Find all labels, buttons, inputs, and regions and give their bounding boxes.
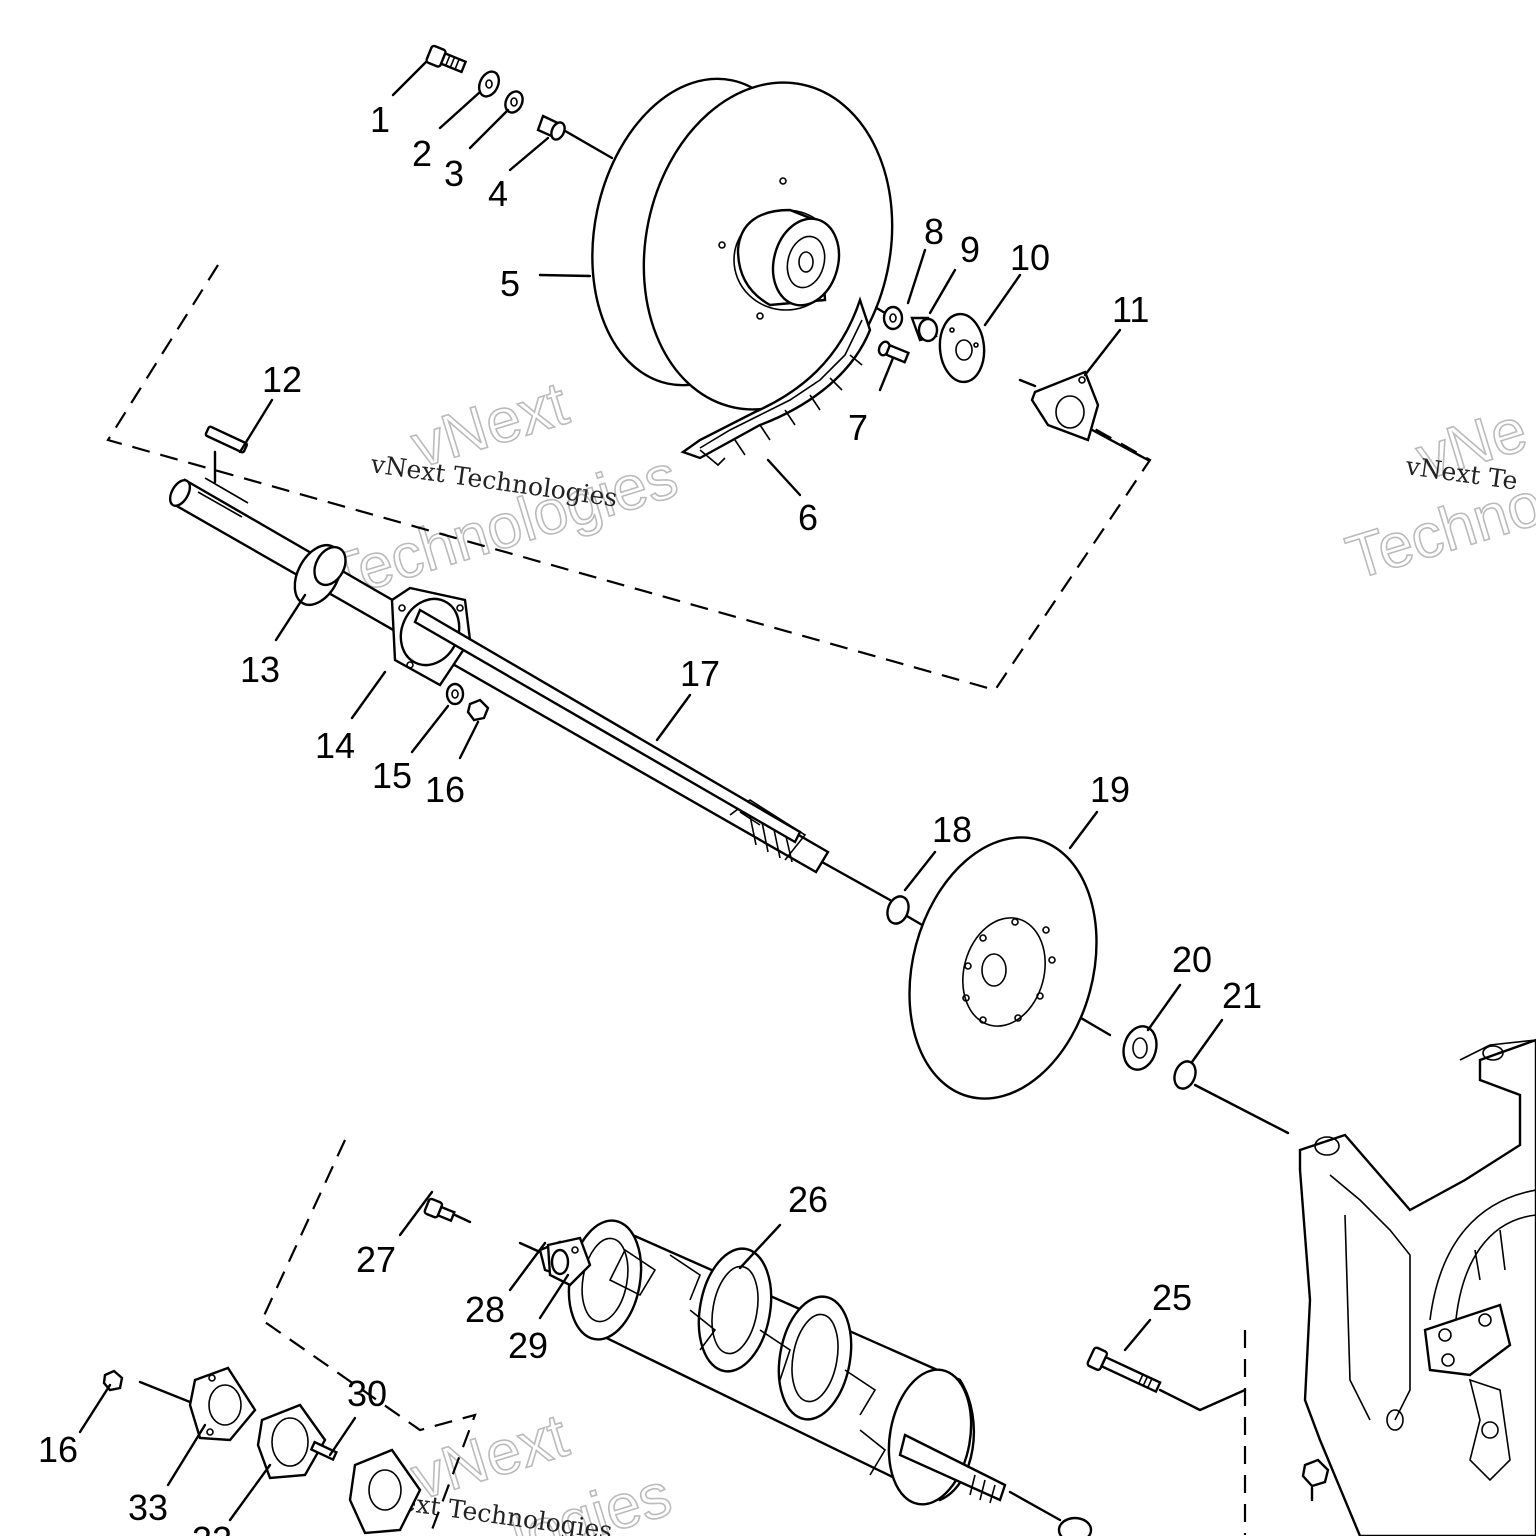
callout-4: 4 [488,173,508,214]
callout-17: 17 [680,653,720,694]
callout-13: 13 [240,649,280,690]
washer-part-15 [445,682,465,706]
bearing-cap-part-33 [188,1366,257,1442]
flange-part-10 [938,312,986,384]
nut-part-16 [466,698,490,722]
callout-16-lower: 16 [38,1429,78,1470]
callout-27: 27 [356,1239,396,1280]
bushing-part-9 [910,316,939,343]
drive-pulley-part-5 [591,77,894,411]
callout-6: 6 [798,497,818,538]
callout-5: 5 [500,263,520,304]
callout-3: 3 [444,153,464,194]
callout-16: 16 [425,769,465,810]
callout-21: 21 [1222,975,1262,1016]
callout-30: 30 [347,1373,387,1414]
washer-part-8 [882,305,904,331]
bearing-part-13 [293,544,347,606]
screw-part-7 [877,340,910,364]
spacer-part-4 [536,114,566,141]
callout-8: 8 [924,211,944,252]
seal-part-20 [1122,1025,1158,1071]
callout-28: 28 [465,1289,505,1330]
callout-25: 25 [1152,1277,1192,1318]
brake-disc-part-19 [908,836,1098,1100]
callout-1: 1 [370,99,390,140]
drive-chain-part-6 [680,296,872,467]
callout-15: 15 [372,755,412,796]
callout-33: 33 [128,1487,168,1528]
callout-32: 32 [192,1519,232,1536]
bolt-part-27 [423,1197,456,1223]
assembly-bracket-upper [106,264,1152,692]
nut-part-16-lower [102,1369,124,1392]
circlip-part-18 [886,895,910,925]
callout-9: 9 [960,229,980,270]
assembly-bracket-lower [260,1139,477,1536]
drive-sprocket-part-26 [538,1219,1007,1506]
washer-part-2 [477,70,501,98]
bearing-plate-part-11 [1030,370,1100,442]
bolt-part-25 [1086,1346,1162,1394]
washer-part-3 [504,90,524,114]
callout-10: 10 [1010,237,1050,278]
callout-14: 14 [315,725,355,766]
callout-numbers: 1 2 3 4 5 6 7 8 9 10 11 12 13 14 15 16 1… [38,99,1262,1536]
callout-26: 26 [788,1179,828,1220]
oring-part-21 [1173,1060,1197,1090]
bearing-flange-part-14 [390,586,802,844]
key-part-12 [204,425,249,454]
callout-7: 7 [848,407,868,448]
chaincase-housing [1298,1038,1536,1536]
nut-housing [1301,1458,1330,1488]
callout-11: 11 [1112,289,1149,330]
callout-19: 19 [1090,769,1130,810]
callout-12: 12 [262,359,302,400]
callout-leaders [78,60,1314,1522]
bearing-cap-part-31 [348,1448,422,1535]
callout-2: 2 [412,133,432,174]
callout-18: 18 [932,809,972,850]
bearing-part-29 [550,1248,570,1276]
bolt-part-1 [425,44,468,74]
callout-20: 20 [1172,939,1212,980]
washer-bottom [1057,1516,1093,1536]
callout-29: 29 [508,1325,548,1366]
gasket-part-32 [256,1403,327,1480]
